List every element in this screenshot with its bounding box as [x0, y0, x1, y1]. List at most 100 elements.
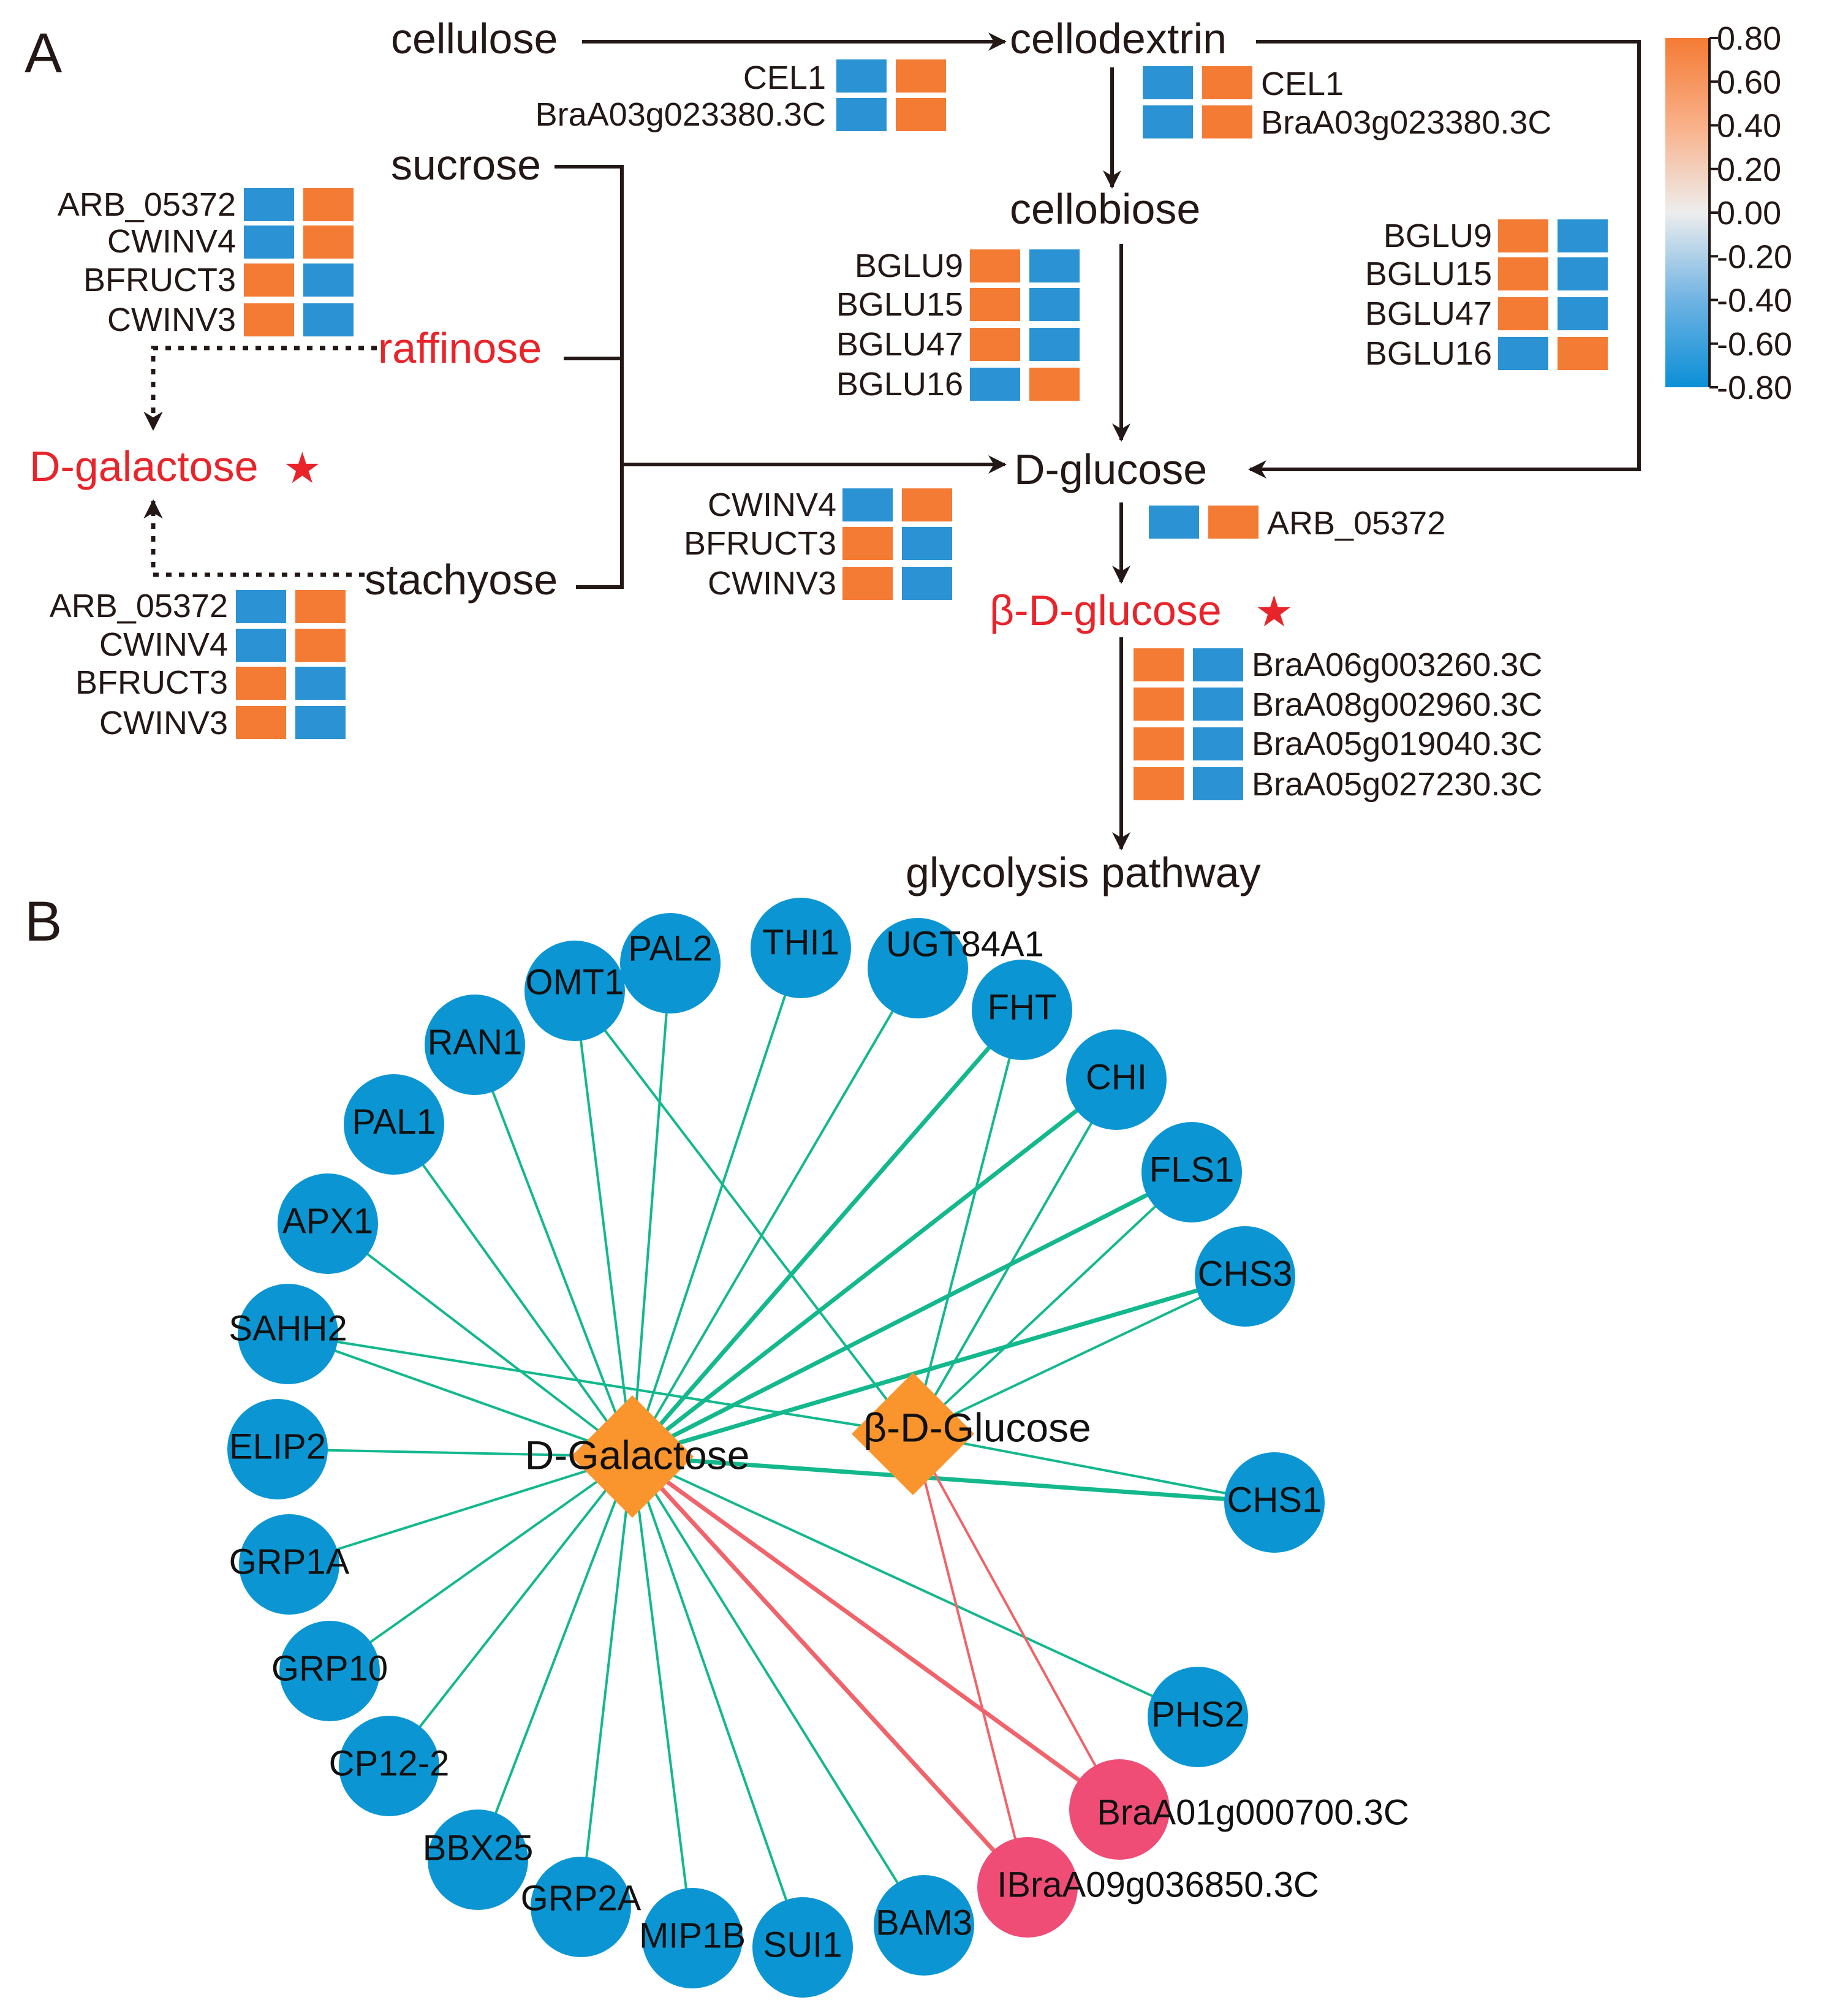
network-edge-d-galactose-grp10	[328, 1455, 634, 1672]
expression-box	[1029, 328, 1080, 361]
gene-group-sucrose-cwinv: CWINV4 BFRUCT3 CWINV3	[684, 487, 952, 602]
network-edge-d-galactose-chs3	[632, 1274, 1246, 1459]
network-node-grp2a	[531, 1857, 631, 1957]
network-edge-d-galactose-sui1	[631, 1456, 804, 1948]
expression-box	[295, 706, 346, 739]
network-node-omt1	[524, 941, 625, 1041]
network-edge-d-galactose-fht	[630, 1008, 1024, 1458]
network-node-label-phs2: PHS2	[1151, 1694, 1244, 1734]
panel-label-a: A	[25, 22, 62, 85]
gene-group-stachyose: ARB_05372 CWINV4 BFRUCT3 CWINV3	[50, 588, 346, 741]
expression-box	[1143, 66, 1193, 99]
gene-group-cellulose-cel: CEL1 BraA03g023380.3C	[536, 59, 946, 133]
gene-label: BFRUCT3	[684, 525, 836, 562]
expression-box	[970, 249, 1020, 282]
network-node-label-chs1: CHS1	[1227, 1480, 1322, 1520]
network-edge-beta-d-glucose-sahh2	[287, 1333, 914, 1435]
expression-box	[1498, 297, 1548, 330]
network-edge-d-galactose-braa01g000700	[630, 1455, 1121, 1811]
expression-box	[1193, 767, 1243, 800]
network-node-label-fls1: FLS1	[1149, 1150, 1235, 1189]
star-icon-beta-d-glucose: ★	[1255, 588, 1293, 635]
gene-label: BGLU47	[1365, 295, 1492, 332]
metabolite-cellulose: cellulose	[391, 15, 558, 63]
expression-box	[970, 368, 1020, 401]
dotted-arrow-stachyose-to-d-galactose	[143, 499, 365, 577]
metabolite-d-galactose: D-galactose	[29, 442, 259, 490]
gene-label: CWINV4	[99, 626, 228, 663]
gene-label: BraA03g023380.3C	[1261, 104, 1551, 141]
network-edge-beta-d-glucose-fht	[912, 1009, 1023, 1434]
network-edge-d-galactose-grp2a	[580, 1456, 634, 1908]
network-node-fht	[972, 960, 1072, 1060]
expression-box	[1193, 688, 1243, 721]
network-node-pal1	[344, 1074, 444, 1175]
network-node-label-ugt84a1: UGT84A1	[886, 924, 1044, 964]
network-node-label-sui1: SUI1	[763, 1925, 842, 1965]
gene-label: BraA06g003260.3C	[1252, 646, 1542, 683]
network-node-pal2	[620, 913, 721, 1014]
connector-sucrose-stachyose	[555, 165, 624, 589]
network-node-braa09g036850	[977, 1837, 1078, 1938]
expression-box	[236, 706, 286, 739]
network-edge-beta-d-glucose-fls1	[912, 1171, 1193, 1435]
network-node-sahh2	[238, 1284, 338, 1384]
expression-box	[244, 225, 294, 259]
expression-box	[1029, 288, 1080, 321]
metabolite-cellodextrin: cellodextrin	[1010, 15, 1227, 63]
network-edge-d-galactose-braa09g036850	[630, 1455, 1029, 1889]
gene-group-raffinose: ARB_05372 CWINV4 BFRUCT3 CWINV3	[58, 186, 354, 338]
network-node-label-ran1: RAN1	[428, 1022, 523, 1062]
color-scale-tick-label: 0.20	[1717, 151, 1781, 188]
network-edge-beta-d-glucose-omt1	[573, 990, 914, 1435]
network-edge-d-galactose-grp1a	[289, 1455, 633, 1566]
gene-label: CWINV3	[107, 301, 236, 338]
network-node-thi1	[751, 898, 851, 998]
network-edge-d-galactose-thi1	[631, 947, 802, 1457]
network-node-label-bam3: BAM3	[876, 1903, 972, 1942]
network-edge-beta-d-glucose-braa09g036850	[912, 1433, 1029, 1888]
network-edge-d-galactose-ran1	[474, 1044, 634, 1457]
network-node-ran1	[425, 995, 525, 1095]
expression-box	[1208, 506, 1259, 539]
network-edge-d-galactose-fls1	[631, 1170, 1193, 1459]
metabolite-cellobiose: cellobiose	[1010, 185, 1200, 233]
network-edge-beta-d-glucose-chi	[912, 1079, 1118, 1434]
metabolite-beta-d-glucose: β-D-glucose	[990, 586, 1222, 634]
network-node-label-mip1b: MIP1B	[639, 1916, 746, 1955]
expression-box	[1202, 66, 1252, 99]
network-node-label-bbx25: BBX25	[423, 1828, 534, 1868]
expression-box	[244, 188, 294, 221]
network-edge-d-galactose-apx1	[327, 1222, 634, 1458]
expression-box	[303, 263, 354, 297]
network-node-grp10	[279, 1621, 380, 1721]
metabolite-d-glucose: D-glucose	[1014, 445, 1207, 493]
network-edge-d-galactose-chi	[630, 1078, 1118, 1458]
expression-box	[896, 98, 946, 131]
network-node-braa01g000700	[1069, 1759, 1170, 1860]
expression-box	[1134, 648, 1184, 681]
expression-box	[1134, 688, 1184, 721]
network-node-label-pal2: PAL2	[628, 928, 713, 968]
expression-box	[1029, 249, 1080, 282]
network-node-bam3	[874, 1875, 974, 1976]
gene-label: BraA03g023380.3C	[536, 96, 826, 133]
network-edge-beta-d-glucose-braa01g000700	[912, 1433, 1121, 1810]
expression-box	[303, 225, 354, 259]
pathway-panel: A cellulose cellodextrin cellobiose sucr…	[25, 15, 1792, 896]
network-node-grp1a	[239, 1514, 339, 1615]
color-scale-bar: 0.800.600.400.200.00-0.20-0.40-0.60-0.80	[1665, 20, 1792, 406]
network-node-fls1	[1141, 1122, 1242, 1222]
expression-box	[842, 488, 893, 521]
gene-label: CWINV3	[708, 565, 836, 602]
color-scale-tick-label: 0.80	[1717, 20, 1781, 57]
network-edge-d-galactose-cp12-2	[388, 1455, 634, 1767]
network-node-label-sahh2: SAHH2	[229, 1308, 347, 1348]
expression-box	[1558, 219, 1608, 252]
network-node-label-cp12-2: CP12-2	[329, 1743, 450, 1783]
network-nodes	[227, 898, 1325, 1998]
gene-label: BGLU15	[1365, 256, 1492, 292]
network-edge-d-galactose-chs1	[632, 1454, 1275, 1505]
gene-label: BGLU9	[1383, 218, 1492, 254]
network-node-chs3	[1195, 1226, 1295, 1327]
